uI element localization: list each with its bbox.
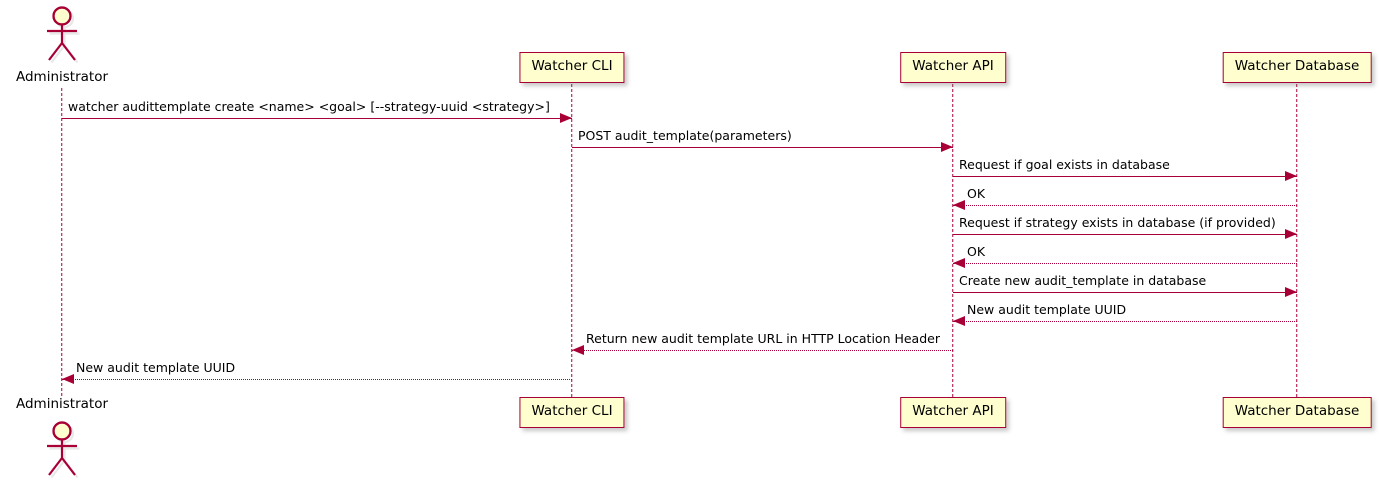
message-line-8 — [953, 321, 1297, 322]
lifeline-watcher-db — [1296, 84, 1298, 397]
message-label-3: Request if goal exists in database — [959, 157, 1170, 172]
message-label-1: watcher audittemplate create <name> <goa… — [68, 99, 550, 114]
message-arrowhead-9 — [572, 345, 584, 355]
message-line-4 — [953, 205, 1297, 206]
message-arrowhead-8 — [953, 316, 965, 326]
lifeline-administrator — [61, 88, 63, 396]
message-arrowhead-1 — [560, 113, 572, 123]
actor-label-administrator: Administrator — [15, 69, 109, 85]
message-label-4: OK — [967, 186, 986, 201]
participant-box-watcher-db[interactable]: Watcher Database — [1222, 52, 1372, 83]
message-label-5: Request if strategy exists in database (… — [959, 215, 1276, 230]
message-arrowhead-5 — [1285, 229, 1297, 239]
message-line-6 — [953, 263, 1297, 264]
message-line-5 — [953, 234, 1297, 235]
message-line-9 — [572, 350, 953, 351]
actor-figure-administrator — [40, 421, 84, 479]
message-label-7: Create new audit_template in database — [959, 273, 1207, 288]
message-arrowhead-7 — [1285, 287, 1297, 297]
message-arrowhead-10 — [62, 374, 74, 384]
message-arrowhead-2 — [941, 142, 953, 152]
message-line-1 — [62, 118, 572, 119]
lifeline-watcher-cli — [571, 84, 573, 397]
message-arrowhead-6 — [953, 258, 965, 268]
message-line-3 — [953, 176, 1297, 177]
message-label-10: New audit template UUID — [76, 360, 236, 375]
participant-box-watcher-db[interactable]: Watcher Database — [1222, 397, 1372, 428]
participant-box-watcher-cli[interactable]: Watcher CLI — [519, 52, 625, 83]
actor-figure-administrator — [40, 6, 84, 64]
message-label-6: OK — [967, 244, 986, 259]
participant-box-watcher-api[interactable]: Watcher API — [900, 52, 1006, 83]
lifeline-watcher-api — [952, 84, 954, 397]
actor-label-administrator: Administrator — [15, 396, 109, 412]
message-label-9: Return new audit template URL in HTTP Lo… — [586, 331, 940, 346]
participant-box-watcher-api[interactable]: Watcher API — [900, 397, 1006, 428]
message-arrowhead-3 — [1285, 171, 1297, 181]
message-label-2: POST audit_template(parameters) — [578, 128, 792, 143]
message-arrowhead-4 — [953, 200, 965, 210]
message-line-2 — [572, 147, 953, 148]
message-label-8: New audit template UUID — [967, 302, 1127, 317]
participant-box-watcher-cli[interactable]: Watcher CLI — [519, 397, 625, 428]
message-line-10 — [62, 379, 572, 380]
message-line-7 — [953, 292, 1297, 293]
